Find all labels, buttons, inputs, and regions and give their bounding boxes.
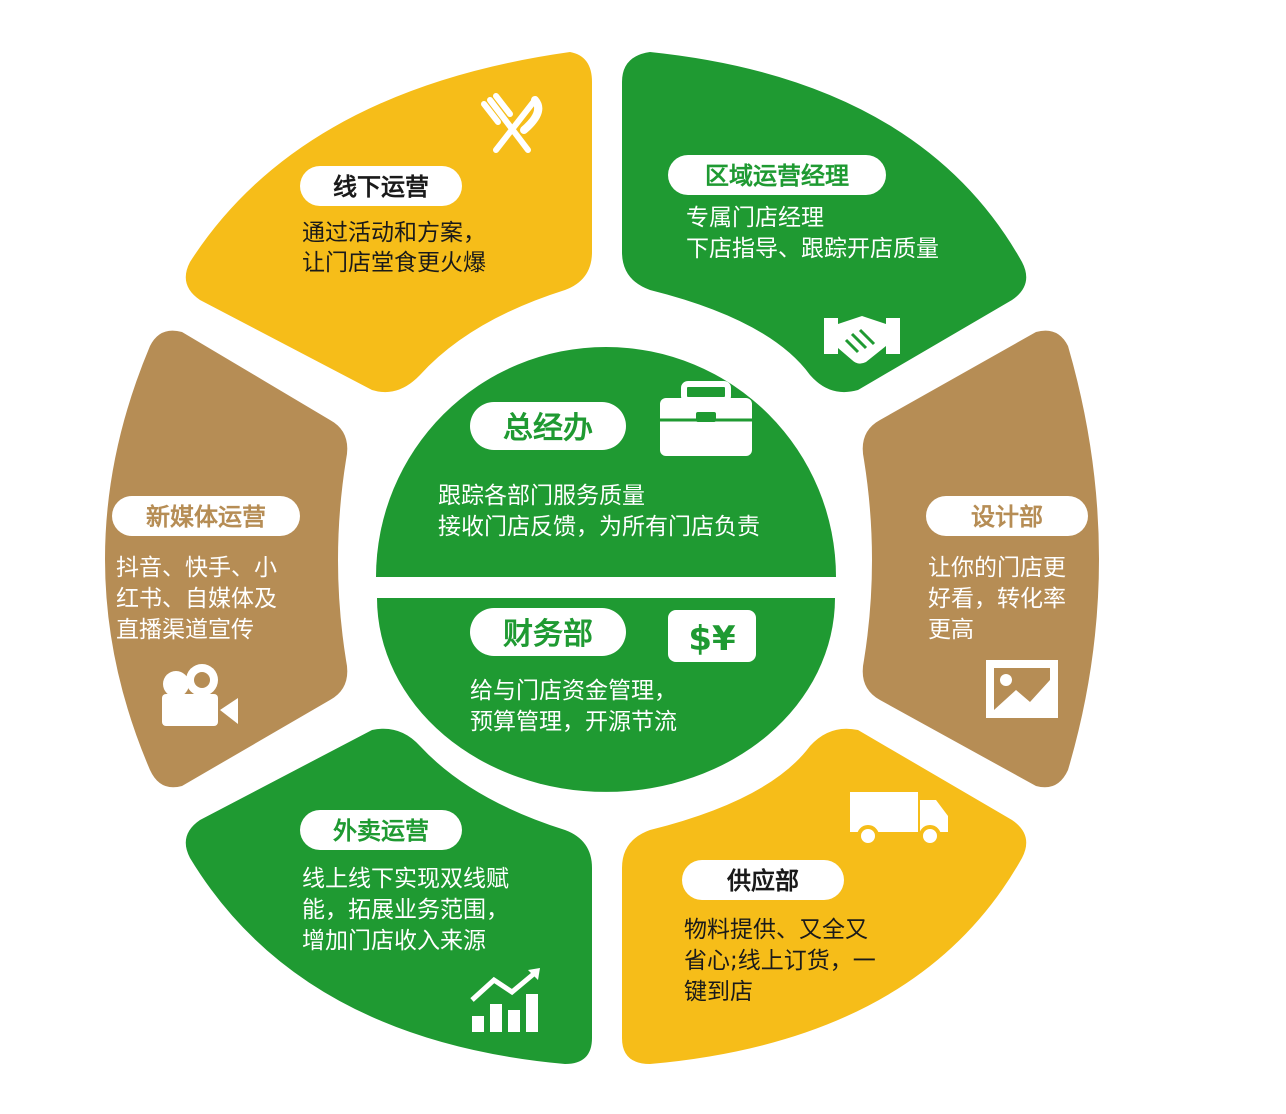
segment-line: 红书、自媒体及 (116, 586, 277, 612)
segment-line: 下店指导、跟踪开店质量 (686, 236, 939, 262)
segment-regional-manager: 区域运营经理 专属门店经理 下店指导、跟踪开店质量 (622, 52, 1027, 393)
segment-line: 线上线下实现双线赋 (302, 866, 509, 892)
center-top-half (376, 347, 836, 577)
segment-shape (105, 330, 348, 788)
briefcase-icon (660, 381, 752, 456)
segment-title: 区域运营经理 (705, 162, 849, 190)
segment-line: 抖音、快手、小 (116, 555, 277, 581)
segment-supply: 供应部 物料提供、又全又 省心;线上订货，一 键到店 (622, 728, 1027, 1064)
segment-line: 省心;线上订货，一 (684, 948, 876, 974)
center-top-title-pill (470, 402, 626, 450)
segment-title: 供应部 (726, 867, 799, 895)
center-bottom-title: 财务部 (503, 617, 593, 652)
segment-title-pill (682, 860, 844, 900)
segment-shape (185, 52, 592, 393)
segment-line: 让门店堂食更火爆 (302, 250, 486, 276)
segment-line: 直播渠道宣传 (116, 617, 254, 643)
truck-icon (850, 792, 948, 847)
currency-icon-text: $¥ (688, 619, 736, 659)
segment-title-pill (300, 166, 462, 206)
segment-title-pill (112, 496, 300, 536)
segment-design: 设计部 让你的门店更 好看，转化率 更高 (862, 330, 1099, 788)
fork-knife-icon (481, 93, 543, 153)
segment-line: 更高 (928, 617, 974, 643)
currency-icon (668, 610, 756, 662)
center-top-line: 跟踪各部门服务质量 (438, 483, 645, 509)
image-icon (986, 660, 1058, 718)
handshake-icon (824, 316, 900, 364)
video-camera-icon (162, 664, 238, 726)
segment-line: 专属门店经理 (686, 205, 824, 231)
segment-line: 键到店 (684, 979, 753, 1005)
center-bottom-title-pill (470, 608, 626, 656)
segment-line: 通过活动和方案， (302, 220, 486, 246)
segment-shape (622, 52, 1027, 393)
segment-title: 设计部 (971, 503, 1043, 531)
center-bottom-line: 预算管理，开源节流 (470, 709, 677, 735)
growth-chart-icon (470, 968, 540, 1032)
segment-title-pill (668, 155, 886, 195)
segment-title: 新媒体运营 (146, 503, 266, 531)
center-top-title: 总经办 (503, 411, 593, 446)
segment-delivery-ops: 外卖运营 线上线下实现双线赋 能，拓展业务范围， 增加门店收入来源 (185, 728, 592, 1064)
segment-title-pill (926, 496, 1088, 536)
center-top-line: 接收门店反馈，为所有门店负责 (438, 514, 760, 540)
segment-title: 线下运营 (333, 173, 429, 201)
center-bottom-line: 给与门店资金管理， (470, 678, 677, 704)
center-circle: 总经办 跟踪各部门服务质量 接收门店反馈，为所有门店负责 财务部 $¥ 给与门店… (376, 347, 836, 792)
segment-title-pill (300, 810, 462, 850)
segment-line: 好看，转化率 (928, 586, 1066, 612)
segment-title: 外卖运营 (333, 817, 429, 845)
segment-line: 增加门店收入来源 (302, 928, 486, 954)
segment-new-media: 新媒体运营 抖音、快手、小 红书、自媒体及 直播渠道宣传 (105, 330, 348, 788)
segment-line: 物料提供、又全又 (684, 917, 868, 943)
segment-offline-ops: 线下运营 通过活动和方案， 让门店堂食更火爆 (185, 52, 592, 393)
segment-line: 能，拓展业务范围， (302, 897, 509, 923)
segment-line: 让你的门店更 (928, 555, 1066, 581)
